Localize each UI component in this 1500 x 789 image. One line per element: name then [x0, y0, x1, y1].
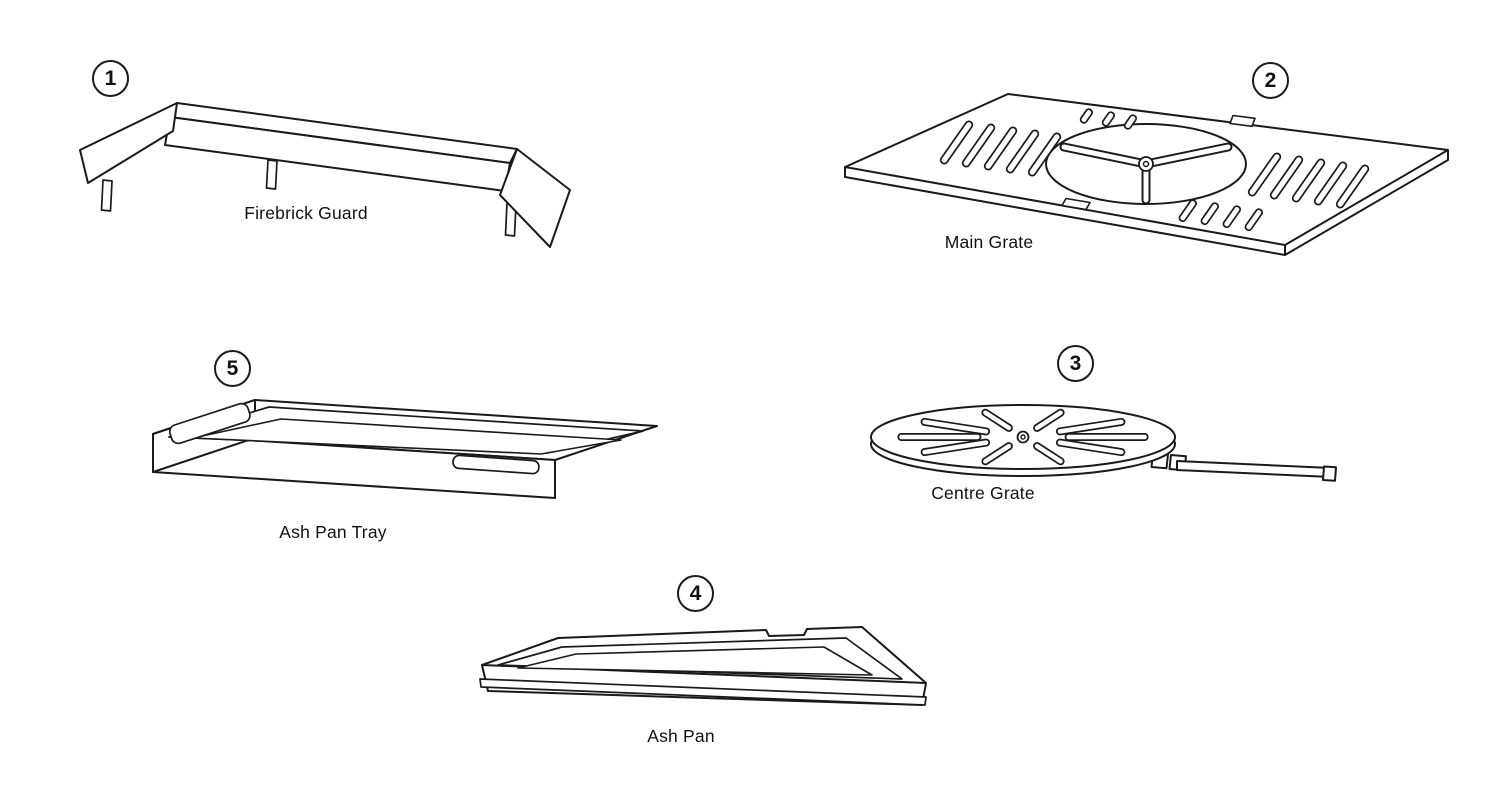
centre-grate-badge: 3 — [1057, 345, 1094, 382]
part-centre-grate: 3 — [865, 345, 1345, 510]
main-grate-drawing — [844, 93, 1449, 256]
part-main-grate: 2 — [840, 60, 1465, 270]
part-ash-pan-tray: 5 Ash Pan Tray — [145, 350, 670, 550]
firebrick-guard-label: Firebrick Guard — [244, 203, 368, 223]
ash-pan-tray-label: Ash Pan Tray — [279, 522, 387, 542]
centre-grate-label: Centre Grate — [931, 483, 1035, 503]
part-firebrick-guard: 1 Firebrick Guard — [55, 45, 585, 280]
firebrick-guard-drawing — [79, 102, 571, 248]
firebrick-guard-badge: 1 — [92, 60, 129, 97]
ash-pan-tray-badge: 5 — [214, 350, 251, 387]
centre-grate-drawing — [870, 404, 1337, 482]
ash-pan-tray-drawing — [152, 399, 658, 499]
ash-pan-drawing — [479, 626, 927, 706]
ash-pan-badge: 4 — [677, 575, 714, 612]
ash-pan-label: Ash Pan — [647, 726, 715, 746]
part-ash-pan: 4 Ash Pan — [478, 575, 938, 755]
main-grate-badge: 2 — [1252, 62, 1289, 99]
main-grate-label: Main Grate — [944, 232, 1034, 252]
